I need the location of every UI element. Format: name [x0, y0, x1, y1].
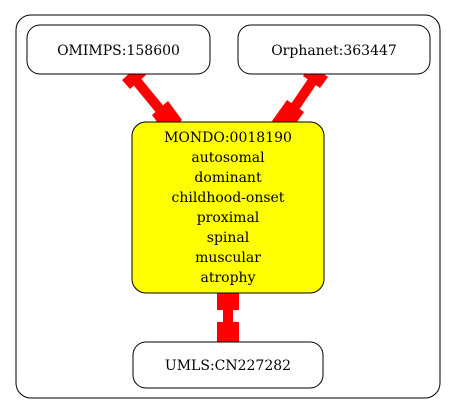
node-mondo-line-5: spinal: [207, 230, 250, 246]
node-mondo-line-6: muscular: [195, 250, 261, 266]
node-mondo-line-3: childhood-onset: [172, 190, 285, 206]
node-orphanet-label: Orphanet:363447: [271, 43, 397, 59]
node-mondo-line-4: proximal: [197, 210, 260, 226]
node-umls-label: UMLS:CN227282: [165, 358, 291, 374]
node-mondo[interactable]: MONDO:0018190 autosomal dominant childho…: [131, 121, 325, 294]
node-omimps-label: OMIMPS:158600: [57, 43, 180, 59]
node-orphanet[interactable]: Orphanet:363447: [237, 24, 431, 75]
edge-mondo-to-umls: [217, 288, 239, 346]
node-mondo-line-7: atrophy: [201, 270, 256, 286]
cluster-boundary: [15, 14, 441, 399]
node-mondo-line-2: dominant: [194, 170, 262, 186]
node-omimps[interactable]: OMIMPS:158600: [26, 24, 211, 75]
node-mondo-line-1: autosomal: [191, 150, 265, 166]
node-mondo-line-0: MONDO:0018190: [164, 130, 292, 146]
edge-mondo-to-umls-arrowhead: [217, 322, 239, 346]
node-umls[interactable]: UMLS:CN227282: [132, 341, 324, 389]
